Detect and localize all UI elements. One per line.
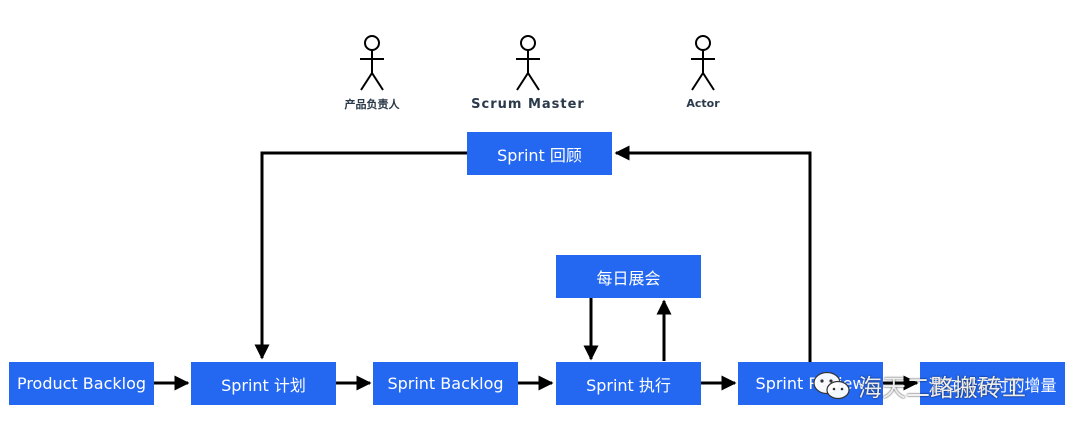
actor-label-scrum-master: Scrum Master (471, 97, 585, 112)
actor-label-product-owner: 产品负责人 (344, 98, 400, 111)
actor-icon-product-owner (360, 35, 384, 91)
sprint-backlog-box: Sprint Backlog (373, 362, 518, 405)
connectors (154, 145, 919, 391)
actor-icon-scrum-master (516, 35, 540, 91)
potentially-shippable-increment-box: 潜在可交付的增量 (920, 362, 1065, 405)
actor-icon-actor (691, 35, 715, 91)
arrow-retro-to-planning (254, 151, 467, 360)
arrow-review-to-retro (614, 145, 812, 362)
daily-standup-box: 每日展会 (556, 255, 701, 298)
sprint-retrospective-box: Sprint 回顾 (467, 132, 612, 175)
sprint-review-box: Sprint Review (738, 362, 883, 405)
product-backlog-box: Product Backlog (9, 362, 154, 405)
actor-label-actor: Actor (686, 97, 720, 110)
sprint-execution-box: Sprint 执行 (556, 362, 701, 405)
sprint-planning-box: Sprint 计划 (191, 362, 336, 405)
